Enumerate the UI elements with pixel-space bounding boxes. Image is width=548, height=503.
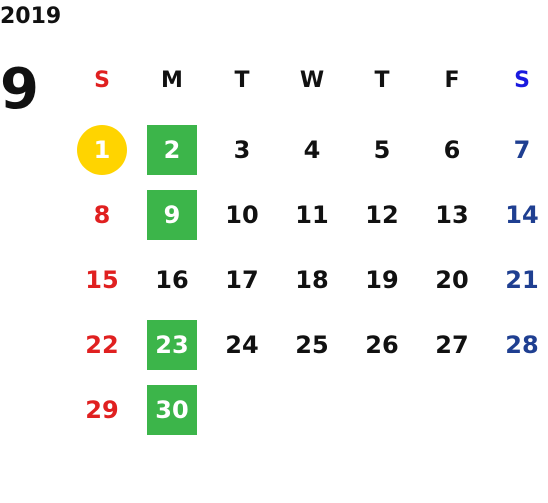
day-cell-sunday[interactable]: 29 xyxy=(85,396,119,424)
day-cell-sunday[interactable]: 8 xyxy=(93,201,111,229)
day-cell[interactable]: 26 xyxy=(365,331,399,359)
day-cell[interactable]: 18 xyxy=(295,266,329,294)
day-cell-highlighted[interactable]: 23 xyxy=(147,320,197,370)
day-cell[interactable]: 25 xyxy=(295,331,329,359)
day-cell-saturday[interactable]: 7 xyxy=(513,136,531,164)
day-cell-sunday[interactable]: 15 xyxy=(85,266,119,294)
day-cell[interactable]: 20 xyxy=(435,266,469,294)
weekday-header-thu: T xyxy=(374,67,390,93)
day-cell[interactable]: 13 xyxy=(435,201,469,229)
day-cell[interactable]: 19 xyxy=(365,266,399,294)
weekday-header-tue: T xyxy=(234,67,250,93)
weekday-header-sun: S xyxy=(94,67,110,93)
day-cell-saturday[interactable]: 21 xyxy=(505,266,539,294)
day-cell[interactable]: 3 xyxy=(233,136,251,164)
day-cell-highlighted[interactable]: 9 xyxy=(147,190,197,240)
day-cell[interactable]: 16 xyxy=(155,266,189,294)
day-cell-sunday[interactable]: 22 xyxy=(85,331,119,359)
weekday-header-mon: M xyxy=(161,67,183,93)
weekday-header-sat: S xyxy=(514,67,530,93)
day-cell[interactable]: 17 xyxy=(225,266,259,294)
day-cell-highlighted[interactable]: 30 xyxy=(147,385,197,435)
day-cell-saturday[interactable]: 14 xyxy=(505,201,539,229)
day-cell[interactable]: 12 xyxy=(365,201,399,229)
day-cell-today[interactable]: 1 xyxy=(77,125,127,175)
month-number: 9 xyxy=(0,57,39,122)
year-label: 2019 xyxy=(0,4,62,29)
day-cell-saturday[interactable]: 28 xyxy=(505,331,539,359)
day-cell[interactable]: 24 xyxy=(225,331,259,359)
day-cell[interactable]: 6 xyxy=(443,136,461,164)
day-cell[interactable]: 4 xyxy=(303,136,321,164)
day-cell[interactable]: 11 xyxy=(295,201,329,229)
day-cell[interactable]: 27 xyxy=(435,331,469,359)
weekday-header-wed: W xyxy=(299,67,325,93)
day-cell[interactable]: 10 xyxy=(225,201,259,229)
day-cell[interactable]: 5 xyxy=(373,136,391,164)
weekday-header-fri: F xyxy=(444,67,460,93)
day-cell-highlighted[interactable]: 2 xyxy=(147,125,197,175)
